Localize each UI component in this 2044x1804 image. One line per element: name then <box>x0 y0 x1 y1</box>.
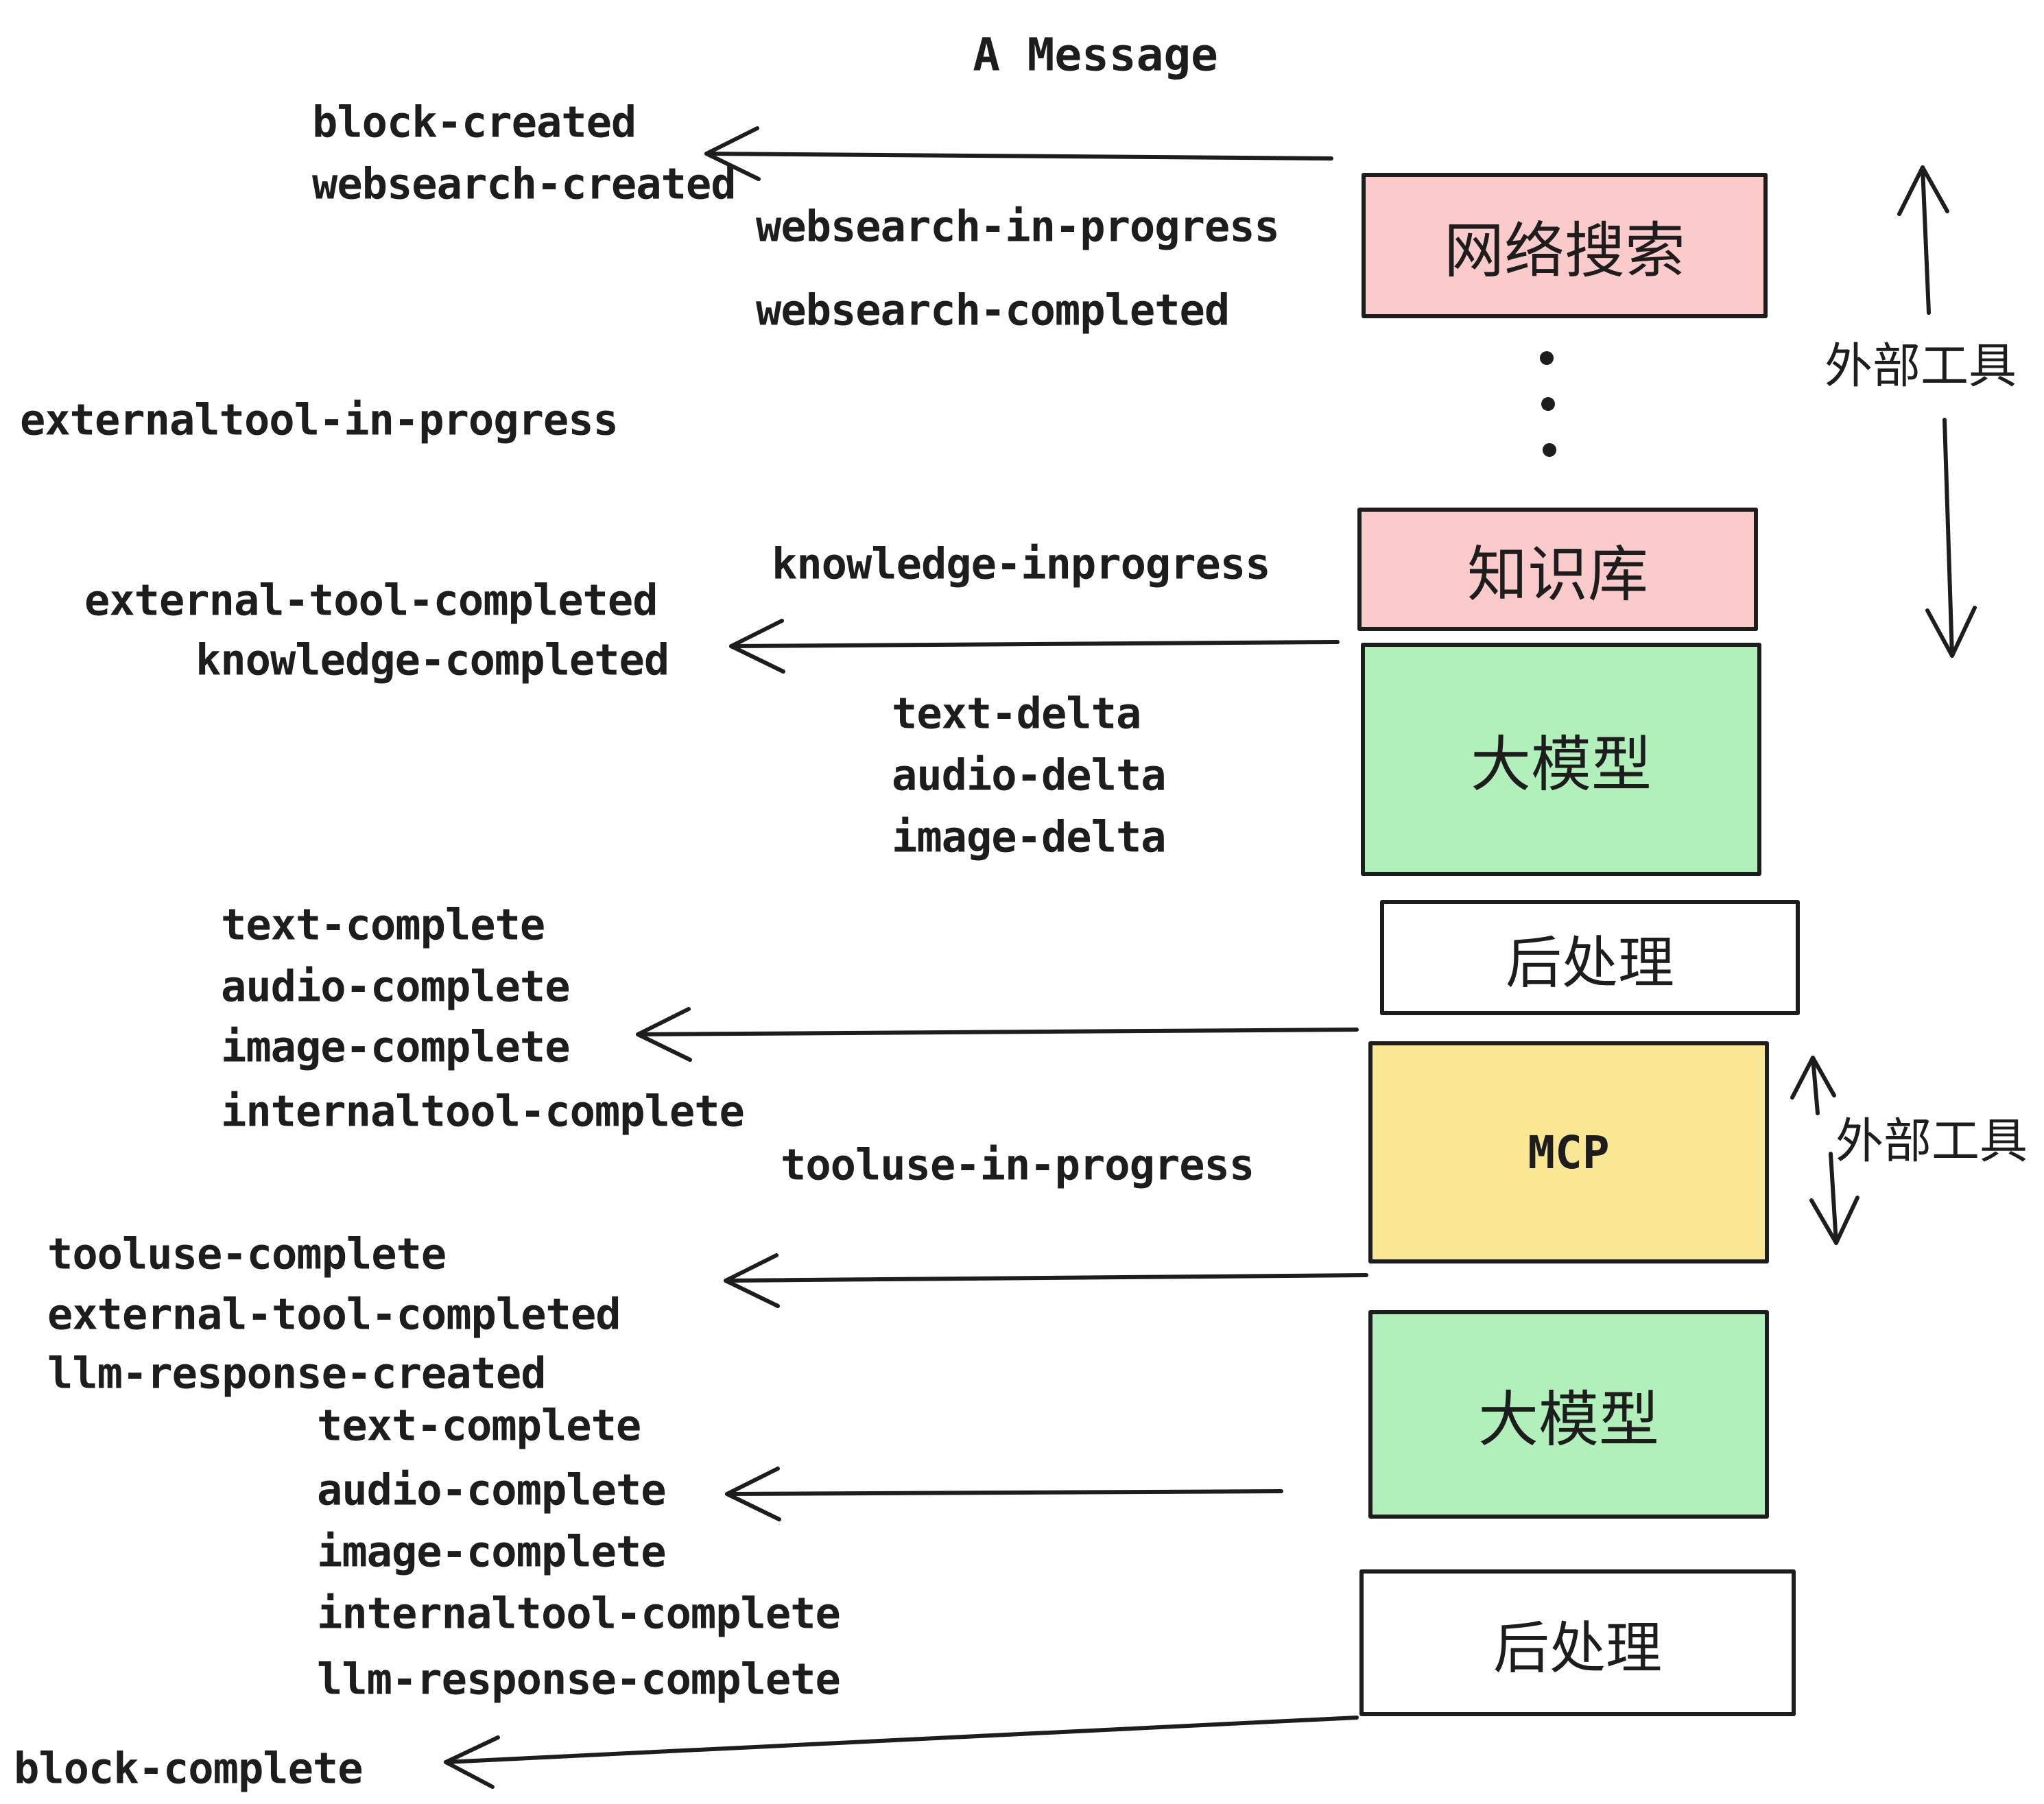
event-label-llm-response-created: llm-response-created <box>47 1348 547 1399</box>
box-llm-2-label: 大模型 <box>1477 1384 1659 1455</box>
page-title: A Message <box>973 28 1218 82</box>
event-label-block-complete: block-complete <box>14 1743 364 1794</box>
event-label-websearch-completed: websearch-completed <box>756 285 1230 335</box>
external-tools-down-arrow-line-1 <box>1942 418 1954 658</box>
event-label-internaltool-complete-2: internaltool-complete <box>317 1588 841 1639</box>
arrow-head-to-tooluse-complete <box>724 1253 780 1308</box>
box-knowledge: 知识库 <box>1357 508 1758 631</box>
arrow-line-to-audio-complete <box>725 1489 1283 1496</box>
box-llm-1-label: 大模型 <box>1470 728 1652 800</box>
event-label-knowledge-completed: knowledge-completed <box>195 634 669 685</box>
arrow-line-to-block-complete <box>444 1716 1359 1764</box>
box-postprocess-2: 后处理 <box>1359 1569 1796 1716</box>
box-postprocess-1: 后处理 <box>1380 900 1800 1015</box>
event-label-image-complete: image-complete <box>221 1021 571 1072</box>
event-label-websearch-created: websearch-created <box>312 158 737 209</box>
arrow-head-to-block-complete <box>444 1735 500 1789</box>
external-tools-up-arrow-head-2 <box>1790 1056 1836 1100</box>
event-label-block-created: block-created <box>312 97 637 147</box>
external-tools-up-arrow-head-1 <box>1897 165 1949 216</box>
event-label-image-complete-2: image-complete <box>317 1526 667 1577</box>
arrow-line-to-image-complete <box>636 1028 1359 1036</box>
arrow-head-to-audio-complete <box>725 1467 781 1521</box>
arrow-head-to-image-complete <box>636 1007 692 1062</box>
box-websearch: 网络搜索 <box>1362 173 1768 318</box>
external-tools-up-arrow-line-2 <box>1811 1056 1820 1115</box>
vertical-ellipsis-dots <box>1540 351 1556 457</box>
event-label-audio-complete: audio-complete <box>221 961 571 1012</box>
external-tools-up-arrow-line-1 <box>1921 165 1931 315</box>
external-tools-label-1: 外部工具 <box>1825 337 2017 394</box>
external-tools-label-2: 外部工具 <box>1835 1113 2028 1170</box>
event-label-externaltool-in-progress: externaltool-in-progress <box>20 394 619 445</box>
arrow-head-to-knowledge-completed <box>729 619 785 674</box>
box-postprocess-1-label: 后处理 <box>1505 930 1674 996</box>
box-llm-2: 大模型 <box>1368 1310 1769 1519</box>
event-label-external-tool-completed: external-tool-completed <box>84 575 658 626</box>
box-mcp: MCP <box>1368 1041 1769 1263</box>
event-label-tooluse-in-progress: tooluse-in-progress <box>781 1139 1255 1190</box>
event-label-tooluse-complete: tooluse-complete <box>47 1229 447 1279</box>
event-label-image-delta: image-delta <box>892 811 1167 862</box>
event-label-audio-delta: audio-delta <box>892 750 1167 800</box>
event-label-external-tool-completed-2: external-tool-completed <box>47 1289 621 1340</box>
external-tools-down-arrow-head-1 <box>1925 606 1977 658</box>
event-label-audio-complete-2: audio-complete <box>317 1464 667 1515</box>
event-label-llm-response-complete: llm-response-complete <box>317 1654 841 1705</box>
event-label-text-delta: text-delta <box>892 688 1141 739</box>
box-postprocess-2-label: 后处理 <box>1493 1615 1662 1681</box>
event-label-text-complete-2: text-complete <box>317 1400 641 1451</box>
box-mcp-label: MCP <box>1528 1126 1610 1179</box>
event-label-knowledge-inprogress: knowledge-inprogress <box>772 538 1271 589</box>
box-knowledge-label: 知识库 <box>1466 538 1648 610</box>
arrow-line-to-tooluse-complete <box>724 1273 1368 1283</box>
box-websearch-label: 网络搜索 <box>1443 215 1685 286</box>
external-tools-down-arrow-head-2 <box>1809 1196 1859 1245</box>
event-label-websearch-in-progress: websearch-in-progress <box>756 201 1280 252</box>
arrow-line-to-block-created <box>704 152 1333 161</box>
arrow-line-to-knowledge-completed <box>729 640 1340 648</box>
box-llm-1: 大模型 <box>1361 643 1761 876</box>
event-label-text-complete: text-complete <box>221 899 545 950</box>
event-label-internaltool-complete: internaltool-complete <box>221 1086 745 1137</box>
